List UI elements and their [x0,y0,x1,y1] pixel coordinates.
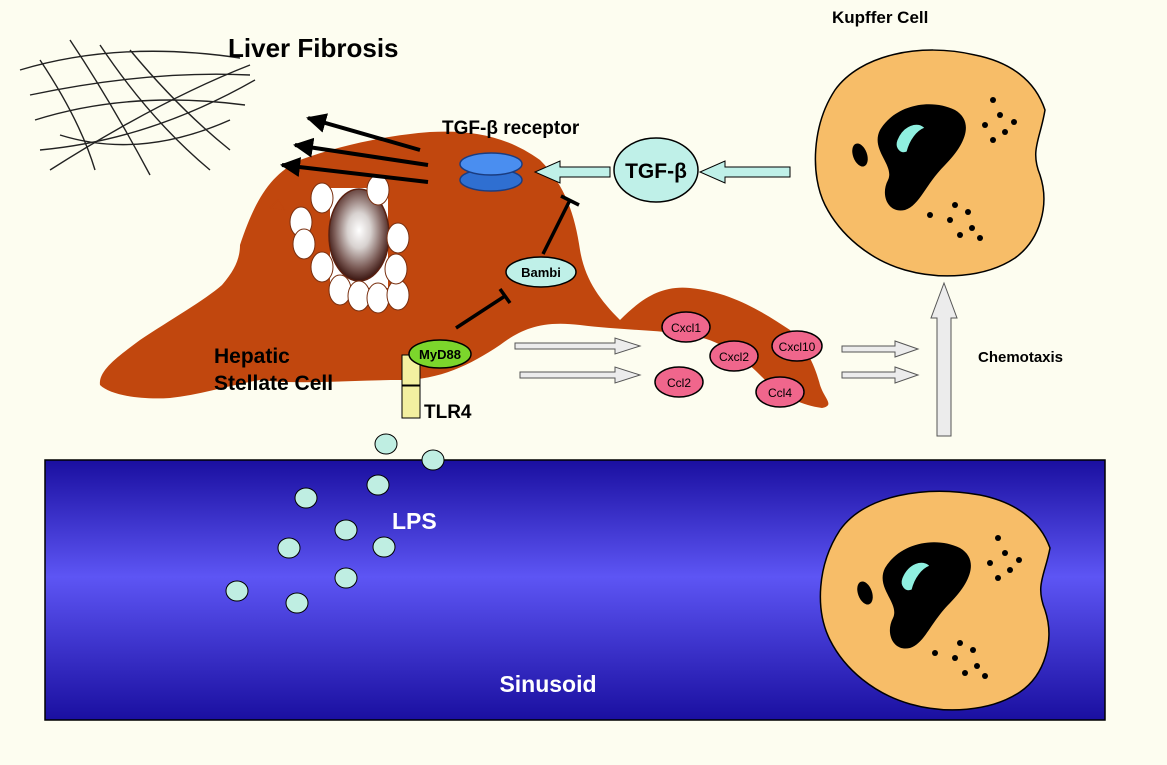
bambi-inhibition [541,194,580,255]
myd88-inhibition [455,287,512,330]
hsc-label-line2: Stellate Cell [214,372,333,395]
chemokine-cxcl2 [709,340,759,372]
chemokine-ccl2-label: Ccl2 [667,376,691,390]
chemotaxis-vertical-arrow [930,281,958,437]
tlr4-label: TLR4 [424,402,472,423]
chemotaxis-label: Chemotaxis [978,349,1063,366]
chemokine-ccl2 [654,366,704,398]
chemokine-ccl4 [755,376,805,408]
hepatic-stellate-cell [99,131,829,408]
chemokine-cxcl1 [661,311,711,343]
tgf-beta-molecule [613,137,699,203]
lipid-droplets [289,174,410,314]
bambi-molecule [505,256,577,288]
cell-process [269,199,286,211]
hollow-arrow-kupffer-to-tgf [698,160,791,184]
chemokine-ccl4-label: Ccl4 [768,386,792,400]
tgf-receptor-label: TGF-β receptor [442,118,580,139]
lps-label: LPS [392,508,437,534]
chemokine-cxcl10-label: Cxcl10 [779,340,816,354]
chemokine-cxcl1-label: Cxcl1 [671,321,701,335]
chemotaxis-arrows [841,340,920,384]
fibrosis-arrows [280,113,429,184]
hsc-label-line1: Hepatic [214,345,290,368]
tgf-beta-label: TGF-β [625,160,687,183]
lps-particles [225,433,445,614]
kupffer-cell-label: Kupffer Cell [832,8,928,27]
tlr4-receptor [401,354,421,419]
chemokine-cxcl10 [771,330,823,362]
myd88-label: MyD88 [419,347,461,362]
hollow-arrow-tgf-to-receptor [533,160,611,184]
kupffer-cell-top [814,49,1046,277]
chemokine-arrows [514,337,642,384]
chemokine-cxcl2-label: Cxcl2 [719,350,749,364]
myd88-molecule [408,339,472,369]
sinusoid-label: Sinusoid [499,671,596,697]
bambi-label: Bambi [521,265,561,280]
kupffer-cell-bottom [819,490,1051,711]
chemokines: Cxcl1 Cxcl2 Cxcl10 Ccl2 Ccl4 [654,311,823,408]
fibrosis-fibers [19,39,256,176]
liver-fibrosis-label: Liver Fibrosis [228,33,399,63]
tgf-receptor [459,152,523,192]
